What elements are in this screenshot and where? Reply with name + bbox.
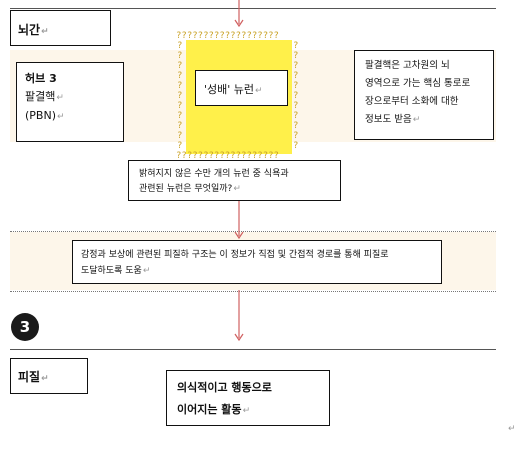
band-bottom-dotted <box>10 291 496 292</box>
pbn-note-line2: 영역으로 가는 핵심 통로로 <box>365 78 471 89</box>
pbn-note-line4: 정보도 받음 <box>365 114 412 125</box>
brainstem-label-box: 뇌간↵ <box>10 10 111 46</box>
question-border-right: ? ? ? ? ? ? ? ? ? ? ? <box>293 41 299 151</box>
pbn-note-line1: 팔결핵은 고차원의 뇌 <box>365 60 450 71</box>
emotion-reward-line1: 감정과 보상에 관련된 피질하 구조는 이 정보가 직접 및 간접적 경로를 통… <box>81 250 389 260</box>
band-top-dotted <box>10 231 496 232</box>
step-number-badge: 3 <box>11 313 39 341</box>
unknown-neurons-line2: 관련된 뉴런은 무엇일까? <box>139 184 233 194</box>
hub-box: 허브 3 팔결핵↵ (PBN)↵ <box>16 62 124 142</box>
grail-neuron-box: '성배' 뉴런↵ <box>195 70 288 106</box>
hub-title: 허브 3 <box>25 72 57 85</box>
pbn-note-box: 팔결핵은 고차원의 뇌 영역으로 가는 핵심 통로로 장으로부터 소화에 대한 … <box>354 50 494 140</box>
top-divider <box>10 8 496 9</box>
grail-neuron-label: '성배' 뉴런 <box>204 83 255 96</box>
emotion-reward-box: 감정과 보상에 관련된 피질하 구조는 이 정보가 직접 및 간접적 경로를 통… <box>72 240 442 284</box>
cortex-title: 피질 <box>18 370 41 384</box>
emotion-reward-line2: 도달하도록 도움 <box>81 266 142 276</box>
bottom-divider <box>10 349 496 350</box>
step-number: 3 <box>19 318 31 336</box>
question-border-left: ? ? ? ? ? ? ? ? ? ? ? <box>177 41 183 151</box>
cortex-activity-box: 의식적이고 행동으로 이어지는 활동↵ <box>166 370 330 426</box>
unknown-neurons-line1: 밝혀지지 않은 수만 개의 뉴런 중 식욕과 <box>139 169 289 179</box>
cortex-activity-line2: 이어지는 활동 <box>177 403 242 416</box>
question-border-top: ??????????????????? <box>176 31 279 41</box>
brainstem-title: 뇌간 <box>18 23 41 37</box>
end-paragraph-mark: ↵ <box>508 424 516 434</box>
hub-name: 팔결핵 <box>25 90 56 103</box>
hub-abbr: (PBN) <box>25 109 56 122</box>
cortex-label-box: 피질↵ <box>10 358 88 394</box>
pbn-note-line3: 장으로부터 소화에 대한 <box>365 96 459 107</box>
question-border-bottom: ??????????????????? <box>176 151 279 161</box>
unknown-neurons-box: 밝혀지지 않은 수만 개의 뉴런 중 식욕과 관련된 뉴런은 무엇일까?↵ <box>128 160 341 201</box>
cortex-activity-line1: 의식적이고 행동으로 <box>177 381 272 394</box>
